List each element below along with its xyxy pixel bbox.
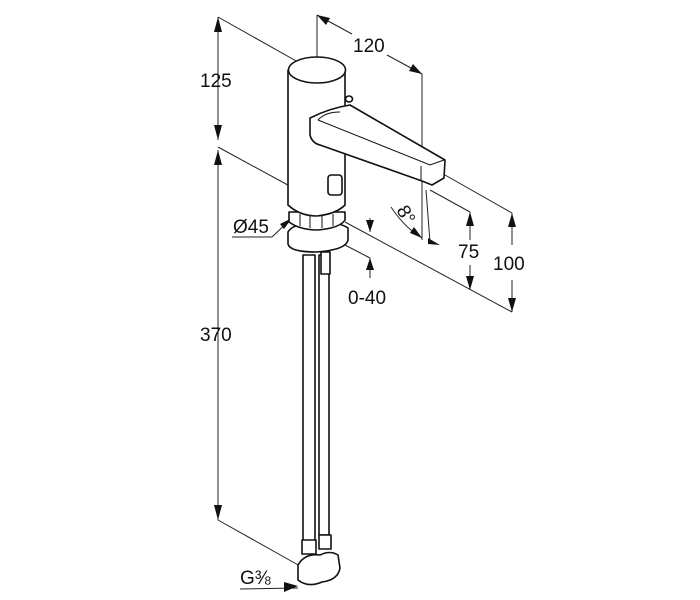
body-top <box>287 56 347 84</box>
dimension-100-75 <box>344 174 516 313</box>
label-mount-range: 0-40 <box>348 288 386 309</box>
faucet <box>287 56 446 586</box>
dimension-0-40 <box>344 218 374 278</box>
fitting-right <box>318 534 332 550</box>
sensor-window <box>327 174 343 196</box>
label-diameter: Ø45 <box>233 217 269 238</box>
mount-ring <box>288 211 346 231</box>
label-125: 125 <box>200 71 232 92</box>
spout <box>309 104 446 186</box>
hose-left <box>302 254 316 546</box>
label-120: 120 <box>353 36 385 57</box>
label-angle: 8° <box>392 202 419 228</box>
fitting-left <box>301 539 317 555</box>
connector <box>320 251 331 275</box>
dimension-lines-left <box>214 16 301 567</box>
thread-leader <box>239 582 299 592</box>
label-100: 100 <box>493 254 525 275</box>
button <box>344 95 354 103</box>
label-370: 370 <box>200 325 232 346</box>
nut <box>297 551 341 586</box>
label-thread: G⅜ <box>240 568 271 589</box>
label-75: 75 <box>458 242 479 263</box>
angle-marker <box>390 189 440 245</box>
hose-right <box>318 254 330 536</box>
